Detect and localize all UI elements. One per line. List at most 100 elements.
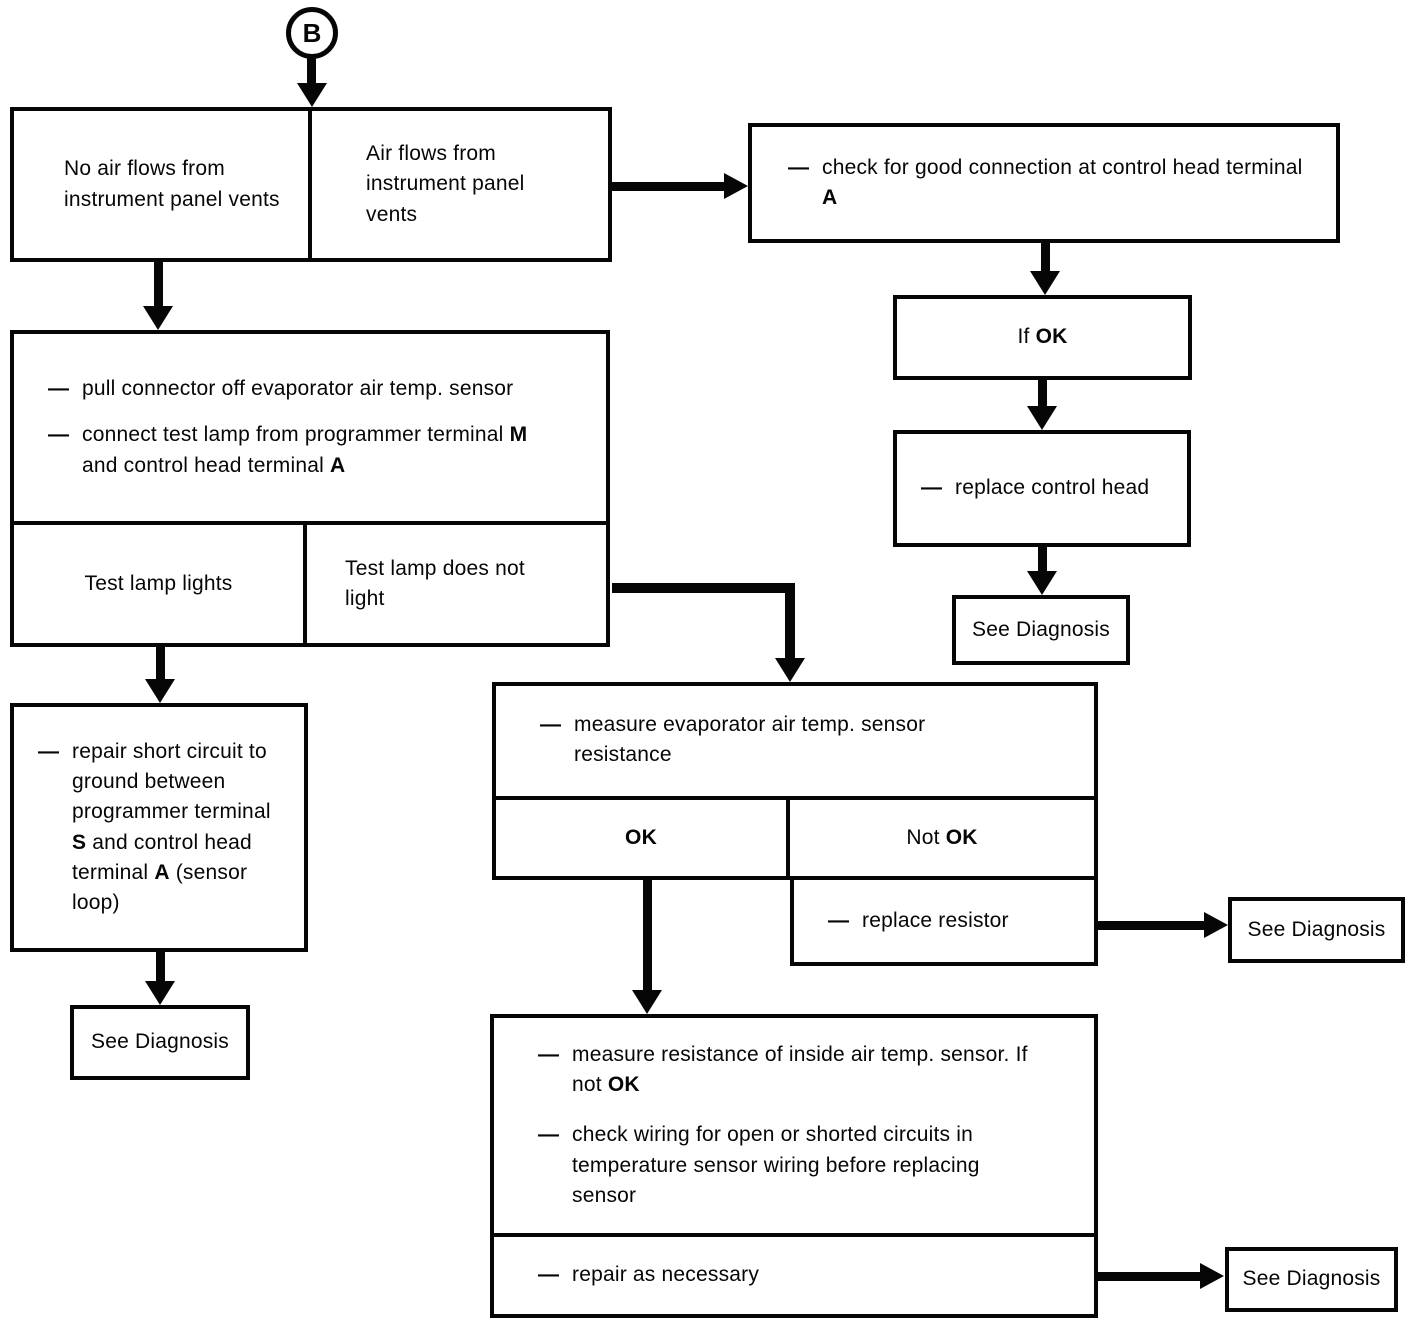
text-segment: If	[1017, 325, 1036, 349]
node-repair-necessary: — repair as necessary	[490, 1233, 1098, 1318]
node-see-diagnosis-resistor: See Diagnosis	[1228, 897, 1405, 963]
node-see-diagnosis-control: See Diagnosis	[952, 595, 1130, 665]
dash-bullet: —	[788, 155, 810, 179]
text-segment-bold: A	[330, 453, 346, 477]
arrow-airflow-to-check-shaft	[612, 182, 726, 191]
arrow-noair-to-pull-head	[143, 306, 173, 330]
node-test-lamp-lights: Test lamp lights	[14, 525, 307, 643]
node-ok-result: OK Not OK	[492, 796, 1098, 880]
text-segment-bold: M	[509, 423, 528, 447]
arrow-lights-to-repairshort-shaft	[156, 647, 165, 684]
node-ok: OK	[496, 800, 790, 876]
node-measure-inside: — measure resistance of inside air temp.…	[490, 1014, 1098, 1237]
node-see-diagnosis-text: See Diagnosis	[1247, 917, 1386, 941]
node-no-air-flows: No air flows from instrument panel vents	[14, 111, 312, 258]
text-segment-bold: A	[822, 186, 838, 209]
node-air-flows: Air flows from instrument panel vents	[312, 111, 608, 258]
node-check-connection: — check for good connection at control h…	[748, 123, 1340, 243]
text-segment: check for good connection at control hea…	[822, 155, 1303, 179]
instruction-text: repair short circuit to ground between p…	[72, 737, 290, 917]
node-see-diagnosis-text: See Diagnosis	[1242, 1267, 1381, 1291]
instruction-item: — measure evaporator air temp. sensor re…	[540, 710, 1024, 770]
node-test-lamp-no-light: Test lamp does not light	[307, 525, 606, 643]
text-segment: Not	[906, 825, 946, 849]
instruction-text: replace control head	[955, 473, 1177, 503]
text-segment-bold: OK	[945, 825, 978, 849]
arrow-repair-to-diagnosis-head	[1200, 1263, 1224, 1289]
node-test-lamp-lights-text: Test lamp lights	[84, 571, 233, 595]
text-segment: and control head terminal	[82, 453, 331, 477]
node-pull-connector: — pull connector off evaporator air temp…	[10, 330, 610, 525]
instruction-text: replace resistor	[862, 906, 1084, 936]
instruction-item: — check for good connection at control h…	[788, 153, 1310, 213]
node-not-ok: Not OK	[790, 800, 1094, 876]
node-test-lamp-result: Test lamp lights Test lamp does not ligh…	[10, 521, 610, 647]
instruction-item: — replace control head	[921, 473, 1177, 503]
text-segment-bold: A	[154, 860, 170, 884]
connector-b-circle: B	[286, 7, 338, 59]
instruction-item: — repair as necessary	[538, 1260, 1074, 1290]
node-repair-short: — repair short circuit to ground between…	[10, 703, 308, 952]
node-test-lamp-no-light-text: Test lamp does not light	[345, 556, 525, 610]
text-segment: repair as necessary	[572, 1263, 760, 1287]
dash-bullet: —	[538, 1263, 560, 1287]
instruction-text: measure resistance of inside air temp. s…	[572, 1040, 1042, 1100]
arrow-repair-to-diagnosis-shaft	[1098, 1272, 1202, 1281]
node-if-ok-text: If OK	[1017, 322, 1067, 352]
arrow-b-to-airflow-shaft	[307, 58, 316, 86]
arrow-replacehead-to-diagnosis-head	[1027, 571, 1057, 595]
dash-bullet: —	[38, 740, 60, 764]
text-segment: and control head terminal	[72, 830, 252, 884]
node-if-ok: If OK	[893, 295, 1192, 380]
dash-bullet: —	[540, 713, 562, 736]
node-replace-control-head: — replace control head	[893, 430, 1191, 547]
arrow-nolight-to-measure-head	[775, 658, 805, 682]
text-segment: repair short circuit to ground between p…	[72, 740, 271, 824]
arrow-resistor-to-diagnosis-shaft	[1098, 921, 1206, 930]
arrow-check-to-ifok-shaft	[1041, 243, 1050, 274]
node-measure-evap: — measure evaporator air temp. sensor re…	[492, 682, 1098, 800]
text-segment-bold: S	[72, 830, 87, 854]
arrow-replacehead-to-diagnosis-shaft	[1038, 547, 1047, 573]
instruction-text: check wiring for open or shorted circuit…	[572, 1120, 1042, 1210]
dash-bullet: —	[538, 1043, 560, 1067]
text-segment: (sensor loop)	[72, 860, 248, 914]
node-see-diagnosis-repair: See Diagnosis	[1225, 1247, 1398, 1312]
arrow-ok-to-measureinside-head	[632, 990, 662, 1014]
arrow-repairshort-to-diagnosis-shaft	[156, 951, 165, 984]
node-see-diagnosis-text: See Diagnosis	[971, 617, 1110, 641]
node-replace-resistor: — replace resistor	[790, 876, 1098, 966]
dash-bullet: —	[48, 377, 70, 401]
text-segment-bold: OK	[1035, 325, 1068, 349]
arrow-resistor-to-diagnosis-head	[1204, 912, 1228, 938]
arrow-nolight-to-measure-hshaft	[612, 583, 795, 593]
instruction-item: — repair short circuit to ground between…	[38, 737, 290, 917]
instruction-item: — pull connector off evaporator air temp…	[48, 374, 562, 404]
instruction-text: measure evaporator air temp. sensor resi…	[574, 710, 1024, 770]
dash-bullet: —	[538, 1123, 560, 1147]
arrow-check-to-ifok-head	[1030, 271, 1060, 295]
instruction-item: — replace resistor	[828, 906, 1084, 936]
arrow-ok-to-measureinside-shaft	[643, 880, 652, 992]
arrow-nolight-to-measure-vshaft	[785, 583, 795, 660]
text-segment: connect test lamp from programmer termin…	[82, 423, 510, 447]
connector-b-label: B	[302, 17, 322, 48]
arrow-repairshort-to-diagnosis-head	[145, 981, 175, 1005]
node-ok-text: OK	[625, 825, 657, 849]
node-see-diagnosis-short: See Diagnosis	[70, 1005, 250, 1080]
instruction-text: repair as necessary	[572, 1260, 1074, 1290]
dash-bullet: —	[921, 476, 943, 500]
arrow-airflow-to-check-head	[724, 173, 748, 199]
node-airflow-result: No air flows from instrument panel vents…	[10, 107, 612, 262]
text-segment: replace control head	[955, 476, 1150, 500]
instruction-text: connect test lamp from programmer termin…	[82, 420, 562, 480]
arrow-lights-to-repairshort-head	[145, 679, 175, 703]
text-segment: measure evaporator air temp. sensor resi…	[574, 713, 926, 767]
dash-bullet: —	[828, 908, 850, 932]
text-segment: check wiring for open or shorted circuit…	[572, 1123, 980, 1207]
arrow-ifok-to-replacehead-shaft	[1038, 380, 1047, 408]
arrow-ifok-to-replacehead-head	[1027, 406, 1057, 430]
node-air-flows-text: Air flows from instrument panel vents	[366, 142, 525, 226]
node-no-air-flows-text: No air flows from instrument panel vents	[64, 157, 280, 211]
